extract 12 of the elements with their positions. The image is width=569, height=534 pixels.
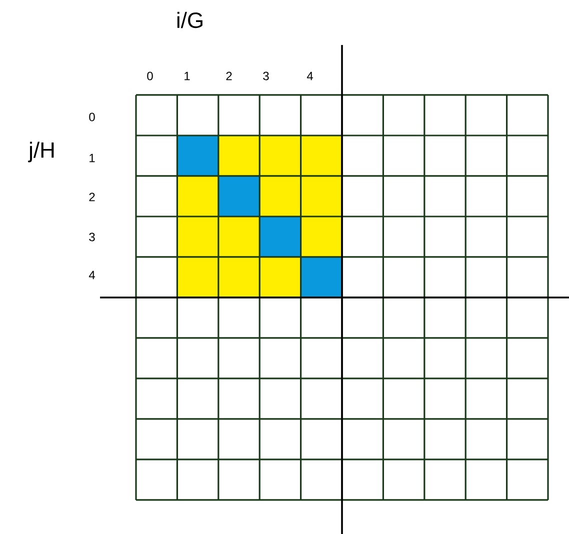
axis-title: i/G bbox=[177, 12, 202, 28]
row-number: 4 bbox=[88, 270, 95, 280]
row-number: 1 bbox=[90, 154, 95, 162]
column-number: 1 bbox=[184, 72, 190, 80]
axis-title: j/H bbox=[28, 142, 54, 162]
row-number: 0 bbox=[89, 112, 95, 122]
row-number: 2 bbox=[89, 192, 95, 202]
row-number: 3 bbox=[89, 232, 95, 242]
column-number: 4 bbox=[306, 72, 313, 80]
column-number: 2 bbox=[226, 72, 232, 80]
column-number: 0 bbox=[147, 72, 153, 80]
column-number: 3 bbox=[263, 72, 269, 80]
